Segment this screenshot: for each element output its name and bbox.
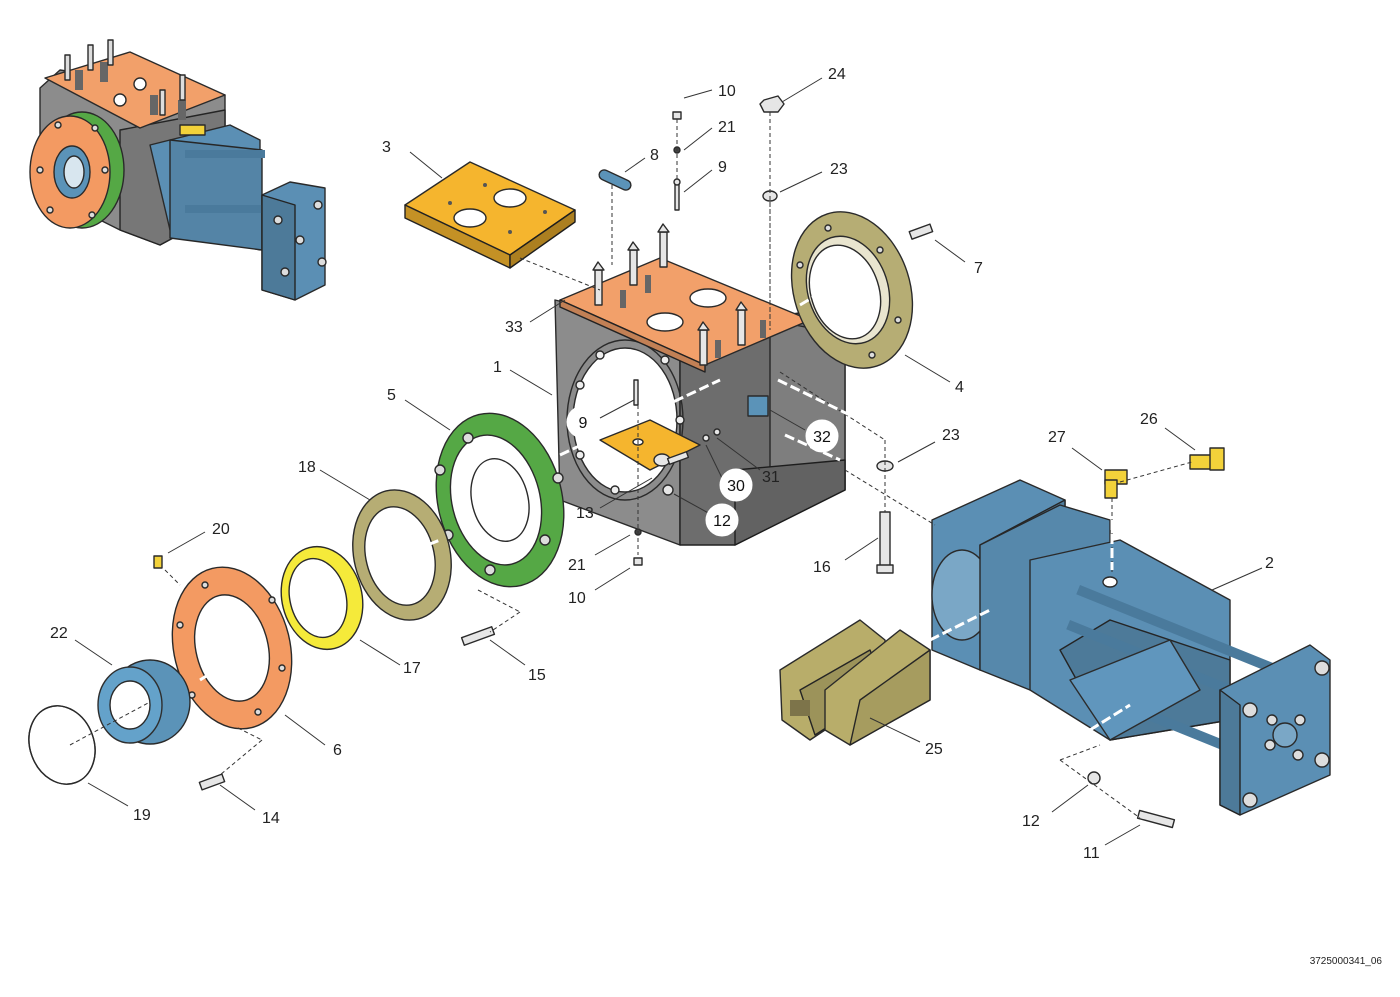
label-1: 1: [493, 359, 502, 376]
label-20: 20: [212, 521, 230, 538]
label-5: 5: [387, 387, 396, 404]
label-33: 33: [505, 319, 523, 336]
label-14: 14: [262, 810, 280, 827]
label-6: 6: [333, 742, 342, 759]
part-2-cylinder-assembly: [931, 479, 1331, 816]
label-17: 17: [403, 660, 421, 677]
label-10-bottom: 10: [568, 590, 586, 607]
label-25: 25: [925, 741, 943, 758]
part-33-top-gasket: [559, 223, 811, 373]
circled-label-30: 30: [727, 478, 745, 495]
label-21-top: 21: [718, 119, 736, 136]
part-22-blue-collar: [97, 659, 191, 745]
small-hardware: [153, 95, 1176, 829]
document-id: 3725000341_06: [1309, 956, 1382, 967]
label-19: 19: [133, 807, 151, 824]
label-27: 27: [1048, 429, 1066, 446]
label-26: 26: [1140, 411, 1158, 428]
label-circles: [566, 405, 839, 537]
fittings-26-27: [1104, 447, 1225, 499]
label-16: 16: [813, 559, 831, 576]
part-5-seal-flange: [434, 412, 565, 588]
assembled-unit-overview: [29, 39, 327, 301]
part-25-clamp-halves: [779, 619, 931, 746]
label-15: 15: [528, 667, 546, 684]
label-3: 3: [382, 139, 391, 156]
label-12: 12: [1022, 813, 1040, 830]
label-10-top: 10: [718, 83, 736, 100]
label-24: 24: [828, 66, 846, 83]
label-31: 31: [762, 469, 780, 486]
label-23-top: 23: [830, 161, 848, 178]
label-4: 4: [955, 379, 964, 396]
leader-lines: [74, 77, 1263, 846]
label-7: 7: [974, 260, 983, 277]
part-18-bearing-ring: [352, 489, 452, 621]
part-3-top-plate: [404, 161, 576, 269]
circled-label-9: 9: [579, 415, 588, 432]
part-4-bearing-flange: [790, 211, 914, 369]
part-19-retaining-ring: [28, 705, 96, 785]
part-17-yellow-ring: [280, 545, 364, 651]
label-13: 13: [576, 505, 594, 522]
label-9: 9: [718, 159, 727, 176]
part-6-orange-flange: [171, 566, 293, 730]
circled-label-12: 12: [713, 513, 731, 530]
assembly-lines: [69, 112, 1193, 819]
label-11: 11: [1083, 845, 1100, 862]
label-21-bottom: 21: [568, 557, 586, 574]
label-18: 18: [298, 459, 316, 476]
label-23-right: 23: [942, 427, 960, 444]
label-22: 22: [50, 625, 68, 642]
part-labels: 1 2 3 4 5 6 7 8 9 10 10 11 12 13 14 15 1…: [50, 66, 1274, 862]
label-2: 2: [1265, 555, 1274, 572]
label-8: 8: [650, 147, 659, 164]
circled-label-32: 32: [813, 429, 831, 446]
